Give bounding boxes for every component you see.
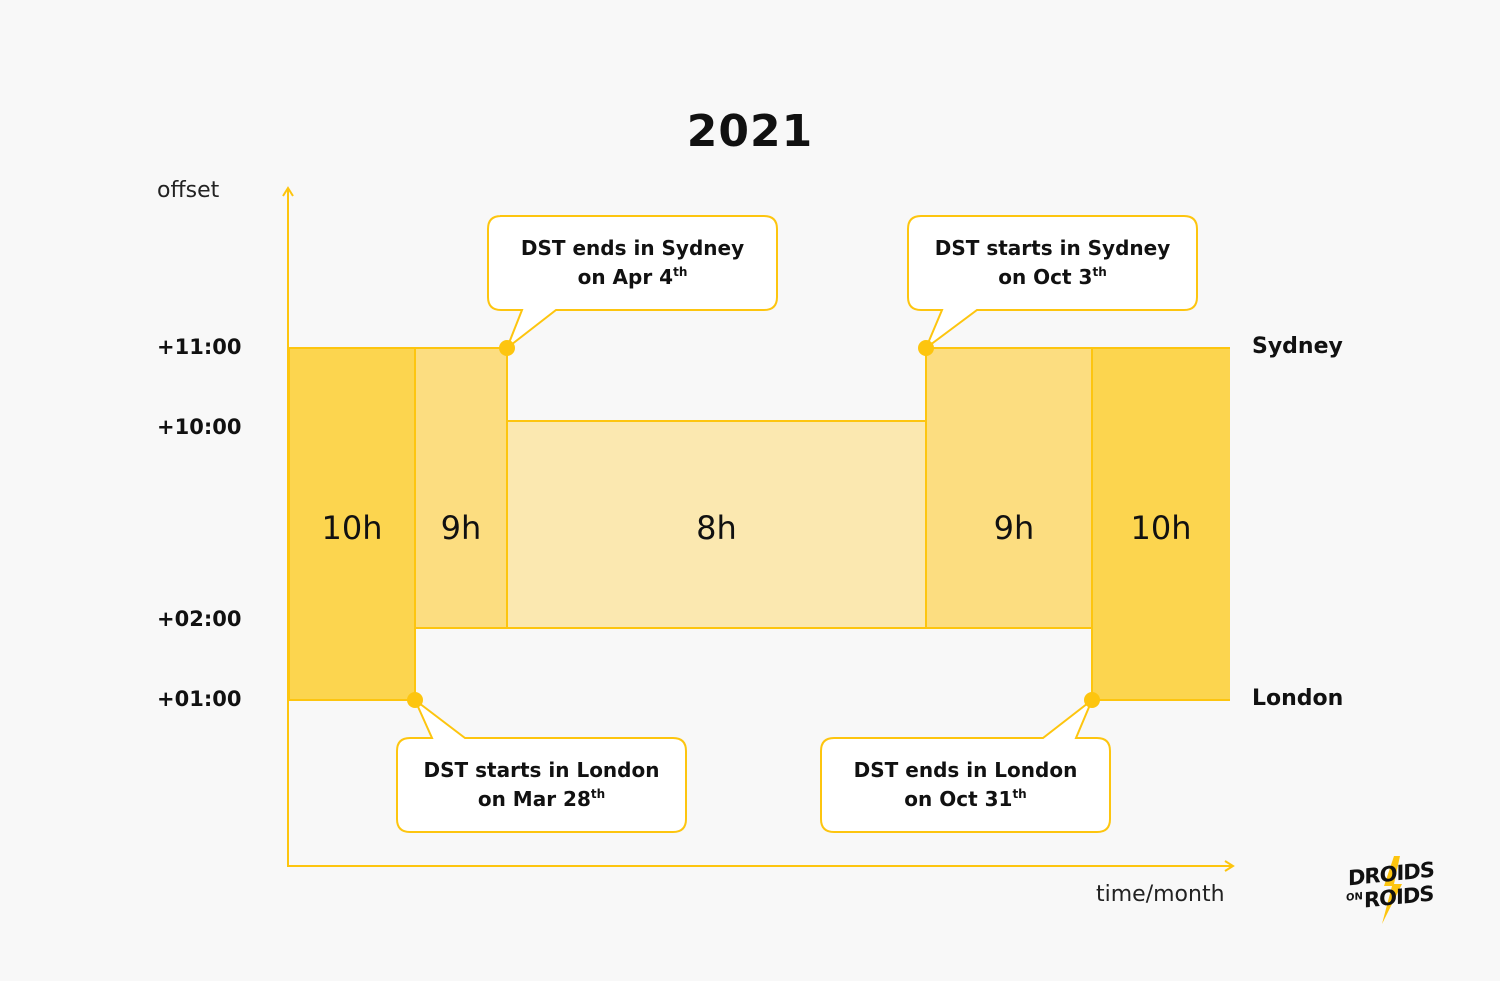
callout-apr4-line1: DST ends in Sydney — [520, 236, 745, 260]
callout-mar28-line1: DST starts in London — [423, 758, 660, 782]
callout-mar28-date: on Mar 28 — [477, 787, 591, 811]
callout-mar28: DST starts in London on Mar 28th — [397, 738, 686, 832]
droids-on-roids-logo: DROIDS ON ROIDS — [1344, 856, 1440, 926]
city-label-sydney: Sydney — [1252, 334, 1343, 359]
callout-oct31-line1: DST ends in London — [853, 758, 1078, 782]
block-label-10h-right: 10h — [1130, 509, 1192, 547]
callout-oct31: DST ends in London on Oct 31th — [821, 738, 1110, 832]
block-label-10h-left: 10h — [321, 509, 383, 547]
block-label-9h-left: 9h — [440, 509, 482, 547]
callout-oct3: DST starts in Sydney on Oct 3th — [908, 216, 1197, 310]
marker-oct3-dot — [918, 340, 934, 356]
callout-oct3-suffix: th — [1092, 265, 1107, 279]
callout-apr4-date: on Apr 4 — [577, 265, 674, 289]
x-axis-label: time/month — [1096, 882, 1225, 907]
lightning-bolt-icon — [1382, 856, 1402, 924]
callout-apr4-line2: on Apr 4th — [578, 263, 688, 292]
callout-apr4: DST ends in Sydney on Apr 4th — [488, 216, 777, 310]
callout-mar28-line2: on Mar 28th — [478, 785, 605, 814]
y-axis-arrow-icon — [282, 186, 294, 197]
callout-mar28-bubble — [396, 699, 687, 833]
callout-oct3-date: on Oct 3 — [998, 265, 1093, 289]
tick-label-plus-01: +01:00 — [157, 687, 242, 711]
y-axis-label: offset — [157, 178, 220, 203]
callout-oct31-bubble — [820, 696, 1111, 833]
callout-oct3-line2: on Oct 3th — [998, 263, 1107, 292]
callout-oct31-suffix: th — [1012, 787, 1027, 801]
block-9h-right — [925, 347, 1093, 629]
block-label-9h-right: 9h — [993, 509, 1035, 547]
callout-oct31-line2: on Oct 31th — [904, 785, 1026, 814]
tick-label-plus-10: +10:00 — [157, 415, 242, 439]
tick-label-plus-02: +02:00 — [157, 607, 242, 631]
city-label-london: London — [1252, 686, 1344, 711]
block-label-8h: 8h — [696, 509, 737, 547]
marker-apr4-dot — [499, 340, 515, 356]
logo-line2-small: ON — [1346, 891, 1363, 904]
block-9h-left — [414, 347, 508, 629]
x-axis-arrow-icon — [1224, 860, 1235, 872]
callout-oct3-line1: DST starts in Sydney — [934, 236, 1171, 260]
chart-title: 2021 — [686, 106, 814, 157]
callout-oct3-bubble — [907, 215, 1198, 351]
marker-mar28-dot — [407, 692, 423, 708]
tick-label-plus-11: +11:00 — [157, 335, 242, 359]
block-10h-right — [1092, 348, 1230, 700]
block-8h — [506, 420, 927, 629]
marker-oct31-dot — [1084, 692, 1100, 708]
callout-mar28-suffix: th — [590, 787, 606, 801]
callout-oct31-date: on Oct 31 — [904, 787, 1013, 811]
callout-apr4-suffix: th — [673, 265, 688, 279]
